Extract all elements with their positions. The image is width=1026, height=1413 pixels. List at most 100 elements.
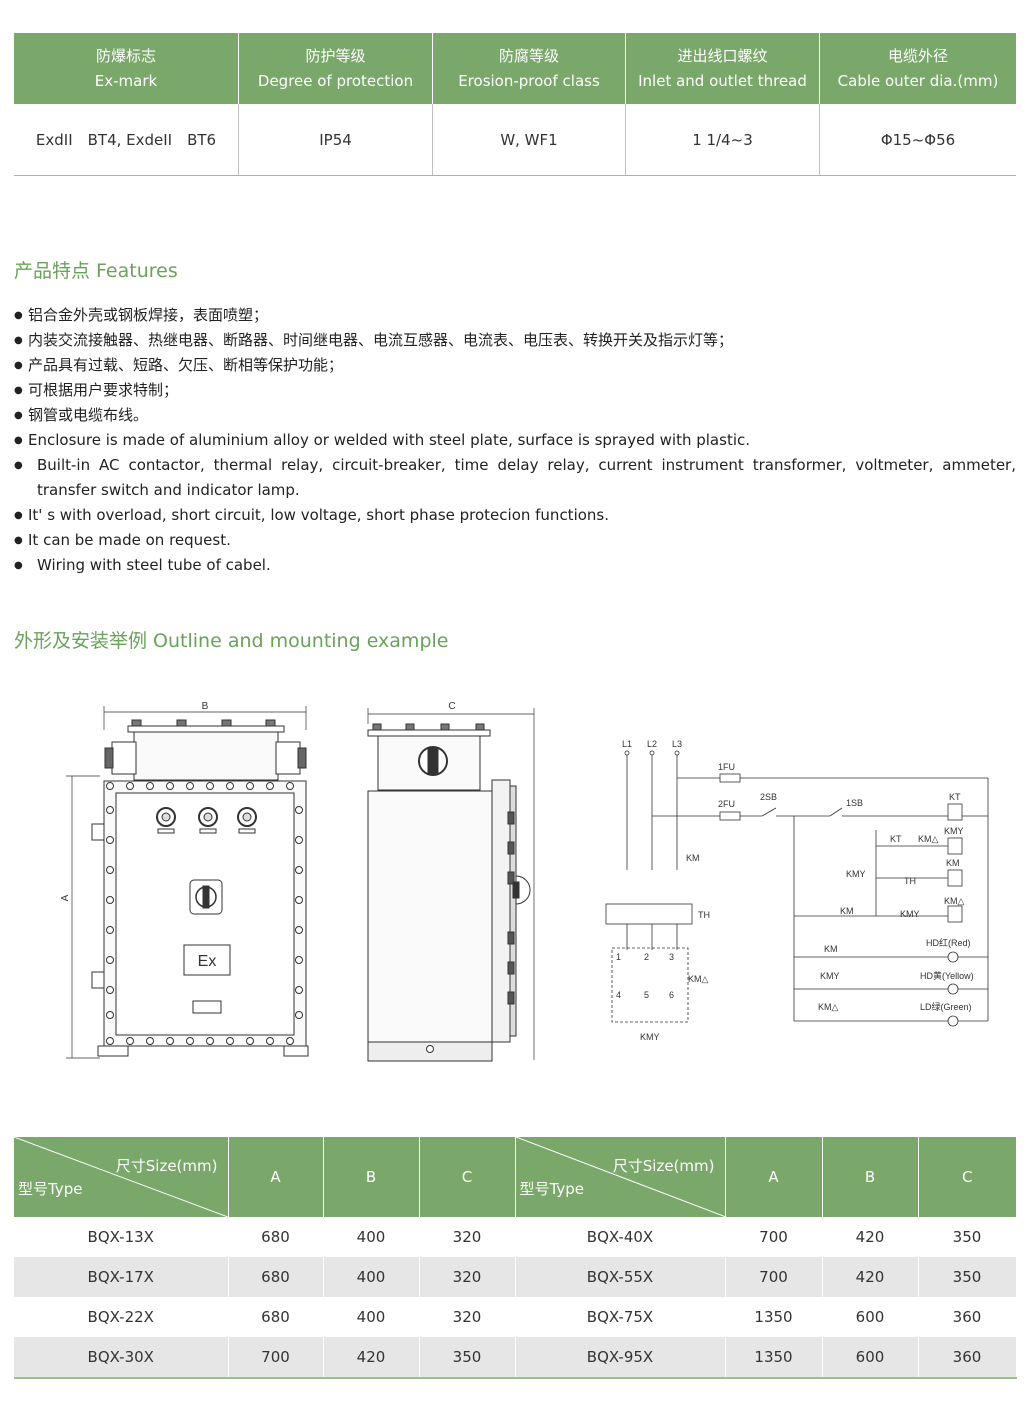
- feature-item: Enclosure is made of aluminium alloy or …: [14, 428, 1016, 453]
- dim-c-cell: 350: [918, 1217, 1017, 1257]
- dim-b-cell: 420: [822, 1257, 919, 1297]
- spec-value-cable-dia: Φ15~Φ56: [819, 104, 1016, 176]
- spec-value-thread: 1 1/4~3: [625, 104, 820, 176]
- model-cell: BQX-75X: [515, 1297, 726, 1337]
- hd-yellow-label: HD黄(Yellow): [920, 970, 974, 981]
- dim-b-cell: 420: [822, 1217, 919, 1257]
- feature-item: 内装交流接触器、热继电器、断路器、时间继电器、电流互感器、电流表、电压表、转换开…: [14, 328, 1016, 353]
- dim-a-label: A: [60, 894, 71, 901]
- dim-a-cell: 1350: [725, 1337, 823, 1379]
- kt-coil-label: KT: [949, 792, 961, 802]
- outline-drawing: B A: [60, 701, 989, 1062]
- fu2-label: 2FU: [718, 799, 735, 809]
- feature-item: It can be made on request.: [14, 528, 1016, 553]
- dim-a-cell: 680: [228, 1257, 324, 1297]
- sb1-label: 1SB: [846, 798, 863, 808]
- terminal-3: 3: [669, 952, 674, 962]
- hd-red-label: HD红(Red): [926, 937, 971, 948]
- feature-item: 铝合金外壳或钢板焊接，表面喷塑；: [14, 303, 1016, 328]
- front-view: B A: [60, 701, 309, 1059]
- terminal-4: 4: [616, 990, 621, 1000]
- circuit-diagram: L1 L2 L3 1FU 2FU 2SB 1SB KT KMY KT KM△ K…: [605, 739, 989, 1042]
- dim-b-cell: 400: [323, 1217, 420, 1257]
- fu1-label: 1FU: [718, 762, 735, 772]
- dim-b-cell: 600: [822, 1297, 919, 1337]
- feature-item: Wiring with steel tube of cabel.: [14, 553, 1016, 578]
- feature-item: It' s with overload, short circuit, low …: [14, 503, 1016, 528]
- model-cell: BQX-22X: [14, 1297, 229, 1337]
- size-header-row: 尺寸Size(mm) 型号Type A B C 尺寸Size(mm) 型号Typ…: [14, 1137, 1016, 1217]
- size-header-a-2: A: [725, 1137, 823, 1217]
- kmy-lamp-contact-label: KMY: [820, 971, 840, 981]
- size-label-2: 尺寸Size(mm): [612, 1157, 715, 1175]
- terminal-5: 5: [644, 990, 649, 1000]
- kmd-main-label: KM△: [688, 974, 709, 984]
- ex-label: Ex: [198, 953, 217, 970]
- feature-item: 钢管或电缆布线。: [14, 403, 1016, 428]
- dim-a-cell: 1350: [725, 1297, 823, 1337]
- model-cell: BQX-17X: [14, 1257, 229, 1297]
- km-contact-label: KM: [840, 906, 854, 916]
- type-label-2: 型号Type: [519, 1180, 584, 1198]
- feature-item: 产品具有过载、短路、欠压、断相等保护功能；: [14, 353, 1016, 378]
- dim-c-cell: 350: [419, 1337, 516, 1379]
- kmd-contact-label: KM△: [918, 834, 939, 844]
- km-main-label: KM: [686, 853, 700, 863]
- size-label: 尺寸Size(mm): [115, 1157, 218, 1175]
- side-view: C: [367, 701, 535, 1062]
- spec-value-erosion: W, WF1: [432, 104, 626, 176]
- model-cell: BQX-13X: [14, 1217, 229, 1257]
- dim-b-cell: 400: [323, 1297, 420, 1337]
- spec-value-protection: IP54: [238, 104, 433, 176]
- km-lamp-contact-label: KM: [824, 944, 838, 954]
- size-header-b: B: [323, 1137, 420, 1217]
- size-header-type-2: 尺寸Size(mm) 型号Type: [515, 1137, 726, 1217]
- th-label: TH: [698, 910, 710, 920]
- table-row: BQX-22X 680 400 320 BQX-75X 1350 600 360: [14, 1297, 1017, 1337]
- size-header-c: C: [419, 1137, 516, 1217]
- dim-c-cell: 320: [419, 1257, 516, 1297]
- size-header-c-2: C: [918, 1137, 1016, 1217]
- table-row: BQX-13X 680 400 320 BQX-40X 700 420 350: [14, 1217, 1017, 1257]
- kmd-lamp-contact-label: KM△: [818, 1002, 839, 1012]
- kmy-contact2-label: KMY: [900, 909, 920, 919]
- dim-c-label: C: [448, 701, 455, 712]
- phase-l3: L3: [672, 739, 682, 749]
- model-cell: BQX-40X: [515, 1217, 726, 1257]
- kmy-main-label: KMY: [640, 1032, 660, 1042]
- dim-c-cell: 360: [918, 1337, 1017, 1379]
- terminal-1: 1: [616, 952, 621, 962]
- dim-b-cell: 400: [323, 1257, 420, 1297]
- phase-l2: L2: [647, 739, 657, 749]
- km-coil-label: KM: [946, 858, 960, 868]
- table-row: BQX-17X 680 400 320 BQX-55X 700 420 350: [14, 1257, 1017, 1297]
- feature-item: Built-in AC contactor, thermal relay, ci…: [14, 453, 1016, 503]
- size-header-a: A: [228, 1137, 324, 1217]
- dim-a-cell: 680: [228, 1297, 324, 1337]
- dim-c-cell: 320: [419, 1297, 516, 1337]
- ld-green-label: LD绿(Green): [920, 1001, 972, 1012]
- size-header-type: 尺寸Size(mm) 型号Type: [14, 1137, 229, 1217]
- kmy-contact-label: KMY: [846, 869, 866, 879]
- feature-item: 可根据用户要求特制；: [14, 378, 1016, 403]
- type-label: 型号Type: [18, 1180, 83, 1198]
- phase-l1: L1: [622, 739, 632, 749]
- terminal-2: 2: [644, 952, 649, 962]
- dim-b-cell: 600: [822, 1337, 919, 1379]
- dim-c-cell: 360: [918, 1297, 1017, 1337]
- outline-title: 外形及安装举例 Outline and mounting example: [14, 630, 449, 652]
- kmd-coil-label: KM△: [944, 896, 965, 906]
- kmy-coil-label: KMY: [944, 826, 964, 836]
- dim-c-cell: 320: [419, 1217, 516, 1257]
- dim-a-cell: 700: [228, 1337, 324, 1379]
- spec-value-row: ExdII BT4, ExdeII BT6 IP54 W, WF1 1 1/4~…: [14, 104, 1016, 176]
- features-list: 铝合金外壳或钢板焊接，表面喷塑； 内装交流接触器、热继电器、断路器、时间继电器、…: [14, 303, 1016, 578]
- diagonal-divider: [14, 1137, 228, 1217]
